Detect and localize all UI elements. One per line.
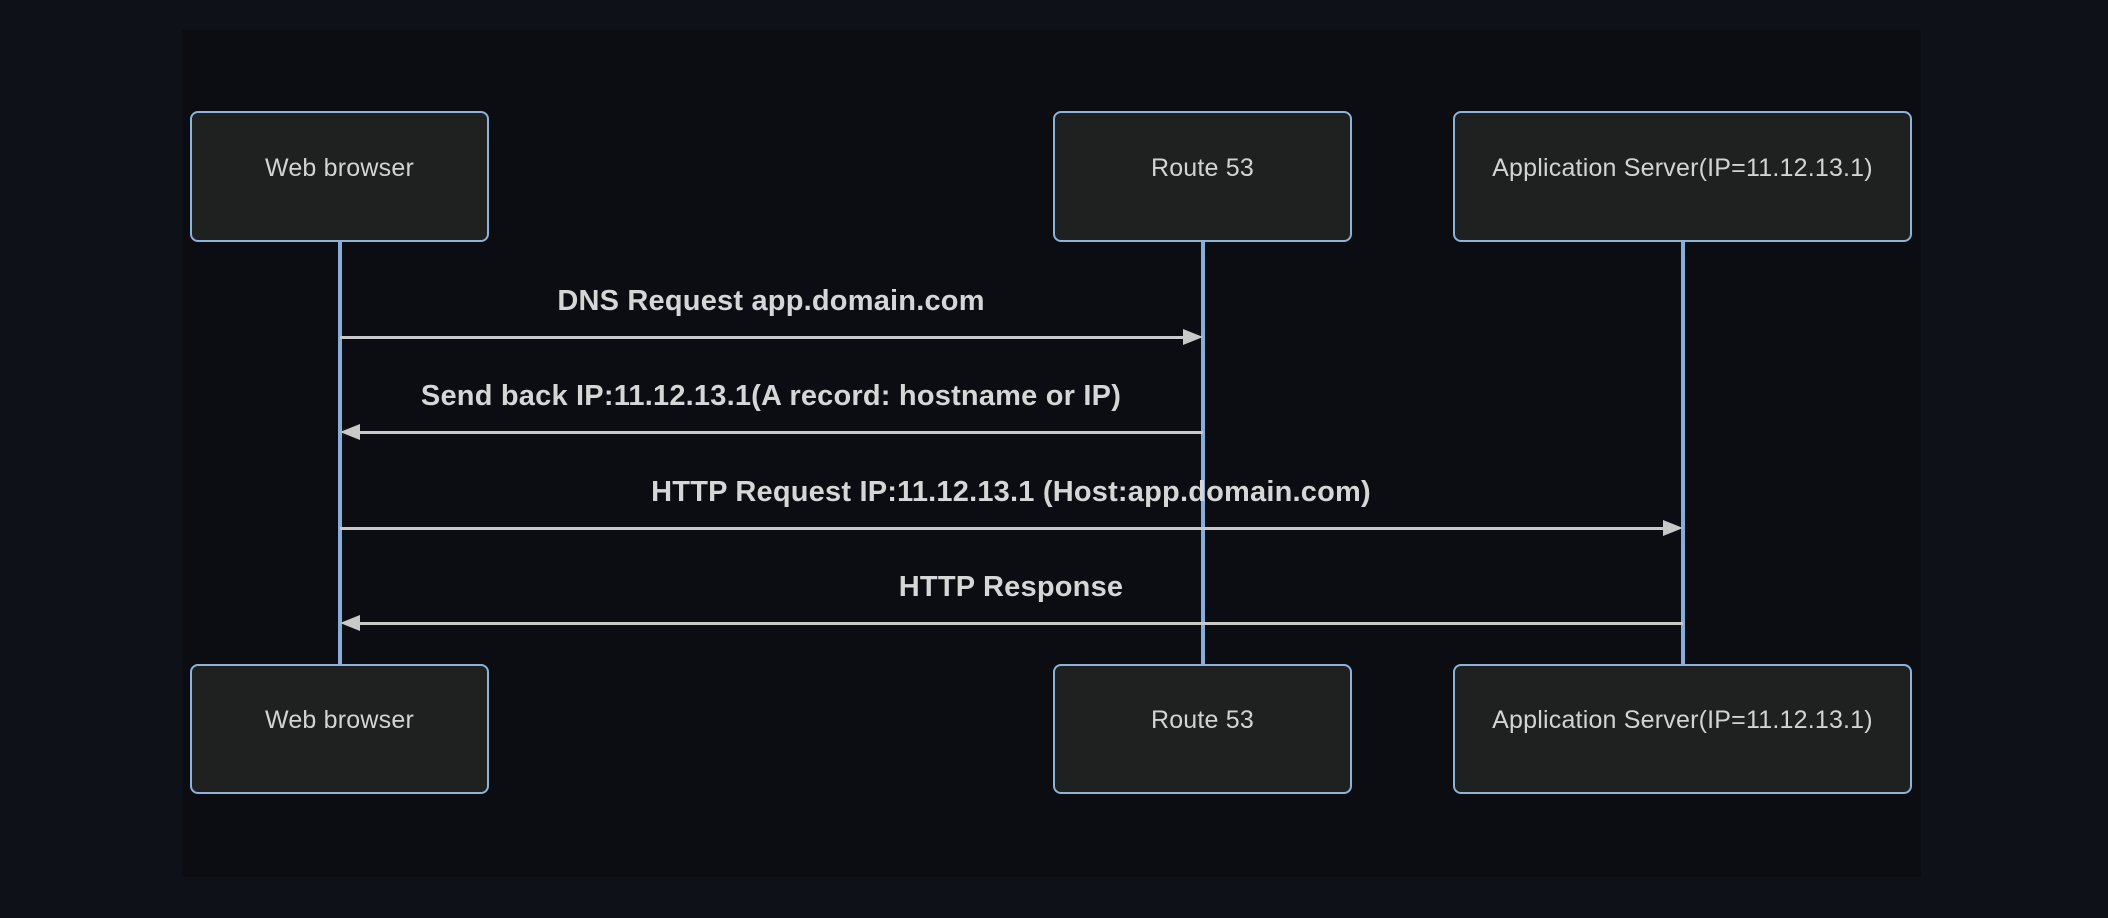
actor-label-web-browser: Web browser xyxy=(264,153,414,182)
message-line-2 xyxy=(339,526,1677,530)
message-arrowhead-0 xyxy=(1182,329,1203,345)
actor-box-bottom-web-browser: Web browser xyxy=(190,664,489,794)
lifeline-app-server xyxy=(1680,242,1685,664)
message-line-1 xyxy=(345,430,1203,434)
actor-box-top-route-53: Route 53 xyxy=(1053,111,1352,242)
actor-label-web-browser: Web browser xyxy=(264,706,414,734)
message-arrowhead-3 xyxy=(339,615,360,631)
actor-label-route-53: Route 53 xyxy=(1150,153,1255,182)
message-arrowhead-1 xyxy=(339,424,360,440)
actor-box-bottom-route-53: Route 53 xyxy=(1053,664,1352,794)
actor-box-top-web-browser: Web browser xyxy=(190,111,489,242)
message-label-1: Send back IP:11.12.13.1(A record: hostna… xyxy=(420,380,1122,412)
actor-label-app-server: Application Server(IP=11.12.13.1) xyxy=(1492,153,1873,182)
actor-label-route-53: Route 53 xyxy=(1150,706,1255,734)
actor-box-bottom-app-server: Application Server(IP=11.12.13.1) xyxy=(1453,664,1912,794)
message-label-3: HTTP Response xyxy=(898,571,1124,603)
message-label-2: HTTP Request IP:11.12.13.1 (Host:app.dom… xyxy=(651,476,1371,508)
message-line-3 xyxy=(345,621,1683,625)
actor-box-top-app-server: Application Server(IP=11.12.13.1) xyxy=(1453,111,1912,242)
message-line-0 xyxy=(339,335,1197,339)
message-arrowhead-2 xyxy=(1662,520,1683,536)
message-label-0: DNS Request app.domain.com xyxy=(557,285,985,317)
actor-label-app-server: Application Server(IP=11.12.13.1) xyxy=(1492,706,1873,734)
lifeline-route-53 xyxy=(1200,242,1205,664)
lifeline-web-browser xyxy=(337,242,342,664)
